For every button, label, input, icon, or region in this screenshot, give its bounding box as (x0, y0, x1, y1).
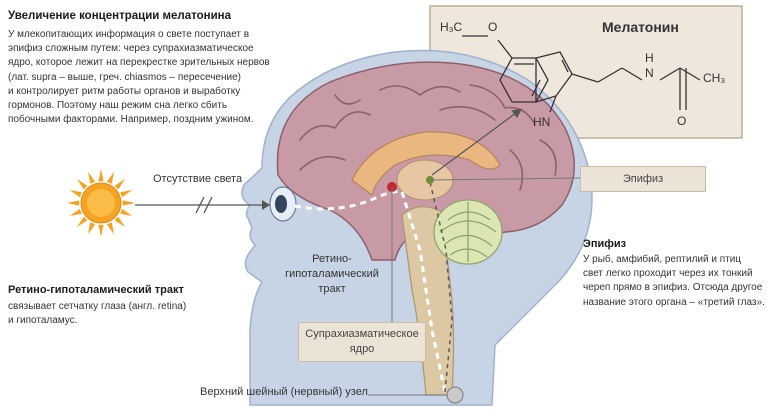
scn-box-line: ядро (349, 343, 375, 355)
epiphysis-leader (429, 177, 581, 181)
atom-carbonyl-o: O (677, 114, 686, 128)
tract-note-line: связывает сетчатку глаза (англ. retina) (8, 301, 187, 312)
atom-h: H (645, 51, 654, 65)
eye (269, 186, 297, 222)
atom-methyl: H₃C (440, 20, 463, 34)
intro-line: У млекопитающих информация о свете посту… (8, 29, 250, 40)
sun-ray (77, 179, 88, 190)
molecule-title: Мелатонин (602, 19, 679, 35)
break-mark-2 (203, 196, 213, 214)
pathway-up (429, 181, 453, 393)
retino-label-line: гипоталамический (285, 268, 379, 280)
sun-ray (88, 171, 96, 184)
epiphysis-note-line: свет легко проходит через их тонкий (583, 268, 753, 280)
sun-ray (122, 200, 135, 206)
sun-ray (67, 200, 80, 206)
retino-label-line: Ретино- (312, 253, 352, 265)
break-mark-1 (195, 196, 205, 214)
atom-n: N (645, 66, 654, 80)
cerebellum (433, 199, 503, 265)
intro-line: ядро, которое лежит на перекрестке зрите… (8, 57, 270, 69)
epiphysis-note-line: череп прямо в эпифиз. Отсюда другое (583, 282, 763, 294)
atom-oxygen: O (488, 20, 497, 34)
retino-tract-line (294, 190, 403, 211)
tract-note: связывает сетчатку глаза (англ. retina) … (8, 300, 248, 328)
retino-label: Ретино- гипоталамический тракт (282, 252, 382, 297)
intro-title: Увеличение концентрации мелатонина (8, 10, 231, 22)
pathway-down (400, 191, 447, 393)
epiphysis-note: У рыб, амфибий, рептилий и птиц свет лег… (583, 253, 768, 310)
atom-methyl2: CH₃ (703, 71, 725, 85)
sun-ray (106, 171, 114, 184)
sun-ray (106, 222, 114, 235)
sun-ray (120, 208, 133, 216)
sun-ray (114, 179, 125, 190)
intro-line: побочными факторами. Например, поздним у… (8, 114, 254, 126)
sun-ray (88, 222, 96, 235)
tract-note-line: и гипоталамус. (8, 315, 78, 327)
intro-paragraph: У млекопитающих информация о свете посту… (8, 28, 298, 127)
ganglion-label: Верхний шейный (нервный) узел (200, 386, 368, 398)
epiphysis-box: Эпифиз (580, 166, 706, 192)
intro-line: гормонов. Поэтому наш режим сна легко сб… (8, 100, 228, 112)
intro-line: эпифиз сложным путем: через супрахиазмат… (8, 43, 254, 55)
tract-note-title: Ретино-гипоталамический тракт (8, 284, 184, 296)
epiphysis-note-line: название этого органа – «третий глаз». (583, 296, 765, 308)
sun-ray (120, 190, 133, 198)
ganglion-node (446, 386, 464, 404)
corpus-callosum (351, 131, 501, 196)
atom-hn: HN (533, 115, 550, 129)
sun-ray (77, 216, 88, 227)
sun-ray (69, 208, 82, 216)
retino-label-line: тракт (318, 283, 346, 295)
sun-icon (67, 169, 135, 237)
sun-ray (98, 224, 104, 237)
epiphysis-note-line: У рыб, амфибий, рептилий и птиц (583, 254, 742, 265)
brain-gyri (299, 84, 557, 191)
epiphysis-note-title: Эпифиз (583, 238, 627, 250)
intro-line: и контролирует ритм работы органов и выр… (8, 85, 241, 97)
intro-line: (лат. supra – выше, греч. chiasmos – пер… (8, 71, 241, 83)
light-label: Отсутствие света (153, 173, 243, 185)
sun-ray (98, 169, 104, 182)
scn-box-line: Супрахиазматическое (305, 328, 419, 340)
molecule-arrow (431, 108, 522, 176)
melatonin-structure (462, 35, 701, 113)
scn-box: Супрахиазматическое ядро (298, 322, 426, 362)
light-arrowhead (262, 200, 270, 210)
sun-ray (114, 216, 125, 227)
sun-ray (69, 190, 82, 198)
